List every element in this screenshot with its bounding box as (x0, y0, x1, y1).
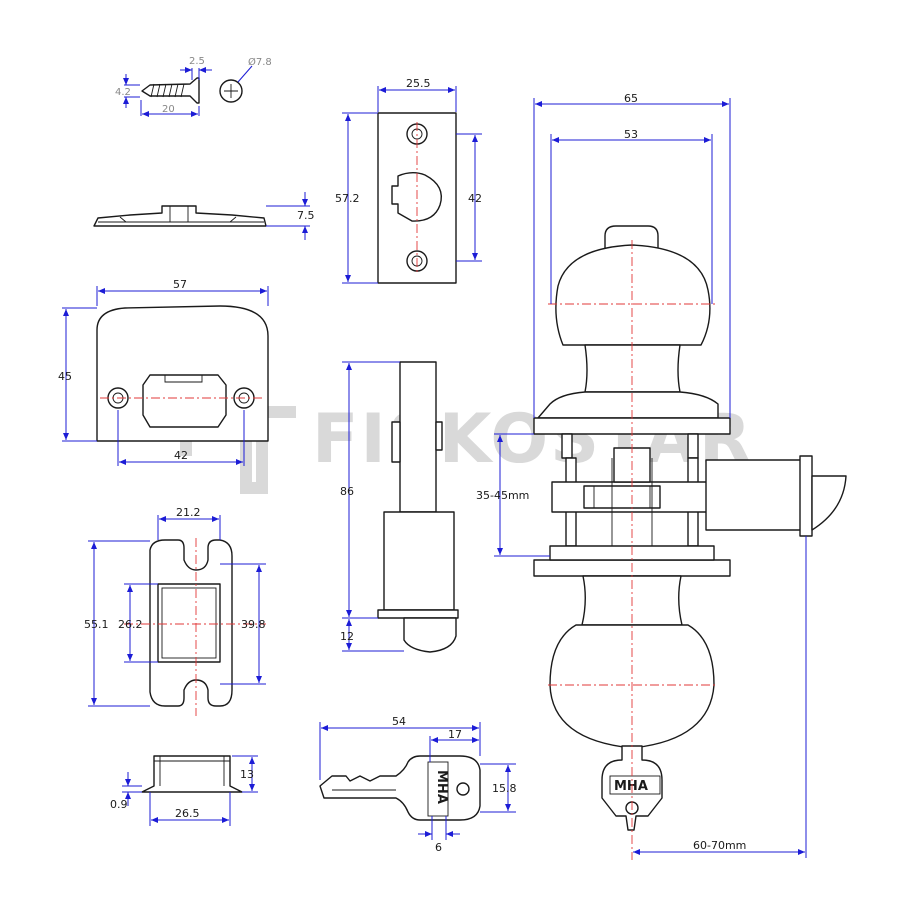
rose-profile-view: 13 26.5 0.9 (110, 755, 258, 826)
key-length-label: 54 (392, 715, 406, 728)
key-brand-text: MHA (434, 770, 449, 804)
assembly-knob-width-label: 53 (624, 128, 638, 141)
strike-profile-height-label: 7.5 (297, 209, 315, 222)
strike-plate-width-label: 57 (173, 278, 187, 291)
assembly-door-thickness-label: 35-45mm (476, 489, 529, 502)
rose-profile-width-label: 26.5 (175, 807, 200, 820)
latch-hole-spacing-label: 42 (468, 192, 482, 205)
key-head-width-label: 17 (448, 728, 462, 741)
assembly-backset-label: 60-70mm (693, 839, 746, 852)
latch-faceplate-height-label: 57.2 (335, 192, 360, 205)
knob-assembly-view: MHA 65 53 35-45mm 60-70mm (476, 92, 847, 860)
assembly-rose-width-label: 65 (624, 92, 638, 105)
screw-shank-diameter-label: 4.2 (115, 87, 131, 98)
key-hole-label: 6 (435, 841, 442, 854)
latch-faceplate-view: 25.5 57.2 42 (335, 77, 482, 284)
rose-outer-height-label: 39.8 (241, 618, 266, 631)
rose-window-height-label: 26.2 (118, 618, 143, 631)
latch-length-label: 86 (340, 485, 354, 498)
rose-plate-height-label: 55.1 (84, 618, 109, 631)
assembly-key-brand-text: MHA (614, 779, 648, 794)
rose-profile-lip-label: 0.9 (110, 798, 128, 811)
strike-plate-height-label: 45 (58, 370, 72, 383)
rose-plate-view: 21.2 55.1 26.2 39.8 (84, 506, 266, 716)
latch-faceplate-width-label: 25.5 (406, 77, 431, 90)
screw-head-thickness-label: 2.5 (189, 56, 205, 67)
screw-view: 2.5 4.2 20 Ø7.8 (115, 56, 272, 117)
latch-bolt-projection-label: 12 (340, 630, 354, 643)
rose-profile-height-label: 13 (240, 768, 254, 781)
strike-hole-spacing-label: 42 (174, 449, 188, 462)
key-view: MHA 54 17 15.8 6 (319, 715, 517, 854)
strike-side-profile-view: 7.5 (93, 192, 315, 240)
latch-side-view: 86 12 (340, 361, 459, 653)
strike-plate-view: 57 45 42 (58, 278, 269, 466)
rose-plate-width-label: 21.2 (176, 506, 201, 519)
key-head-height-label: 15.8 (492, 782, 517, 795)
screw-head-diameter-label: Ø7.8 (248, 56, 272, 68)
screw-length-label: 20 (162, 104, 175, 115)
